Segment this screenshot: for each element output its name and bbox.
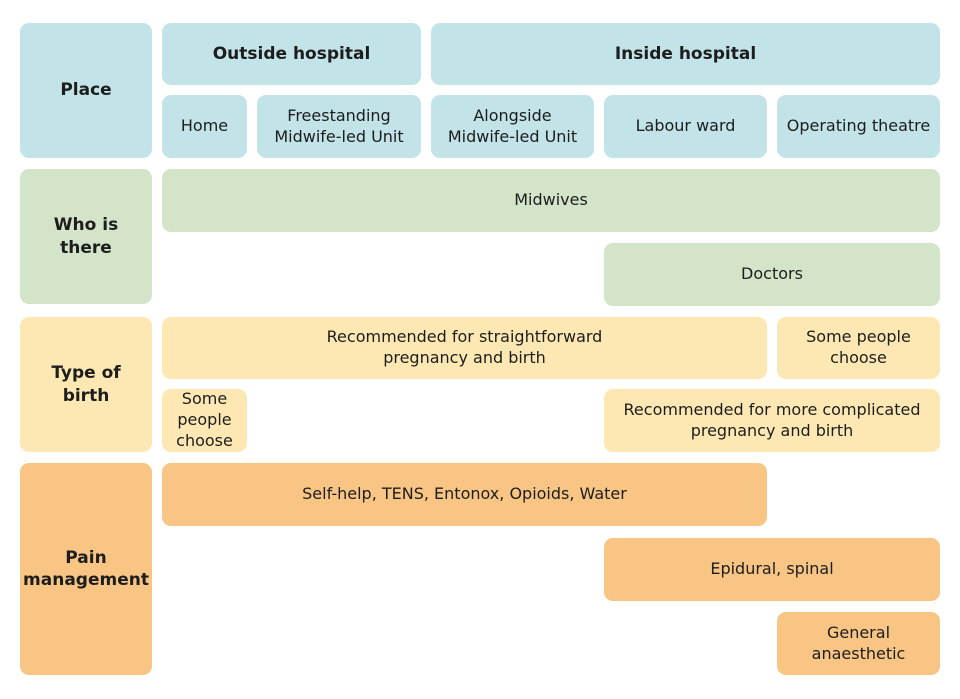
place-freestanding-midwife-led-unit: Freestanding Midwife-led Unit xyxy=(257,95,421,158)
row-label-type-of-birth: Type of birth xyxy=(20,317,152,452)
type-some-people-choose-left: Some people choose xyxy=(162,389,247,452)
type-complicated: Recommended for more complicated pregnan… xyxy=(604,389,940,452)
pain-epidural-spinal: Epidural, spinal xyxy=(604,538,940,601)
place-operating-theatre: Operating theatre xyxy=(777,95,940,158)
place-home: Home xyxy=(162,95,247,158)
row-label-place: Place xyxy=(20,23,152,158)
row-label-pain-management: Pain management xyxy=(20,463,152,675)
pain-self-help: Self-help, TENS, Entonox, Opioids, Water xyxy=(162,463,767,526)
place-alongside-midwife-led-unit: Alongside Midwife-led Unit xyxy=(431,95,594,158)
row-label-who-is-there: Who is there xyxy=(20,169,152,304)
pain-general-anaesthetic: General anaesthetic xyxy=(777,612,940,675)
outside-hospital-header: Outside hospital xyxy=(162,23,421,85)
who-doctors: Doctors xyxy=(604,243,940,306)
who-midwives: Midwives xyxy=(162,169,940,232)
place-labour-ward: Labour ward xyxy=(604,95,767,158)
inside-hospital-header: Inside hospital xyxy=(431,23,940,85)
type-some-people-choose-right: Some people choose xyxy=(777,317,940,379)
type-straightforward: Recommended for straightforward pregnanc… xyxy=(162,317,767,379)
